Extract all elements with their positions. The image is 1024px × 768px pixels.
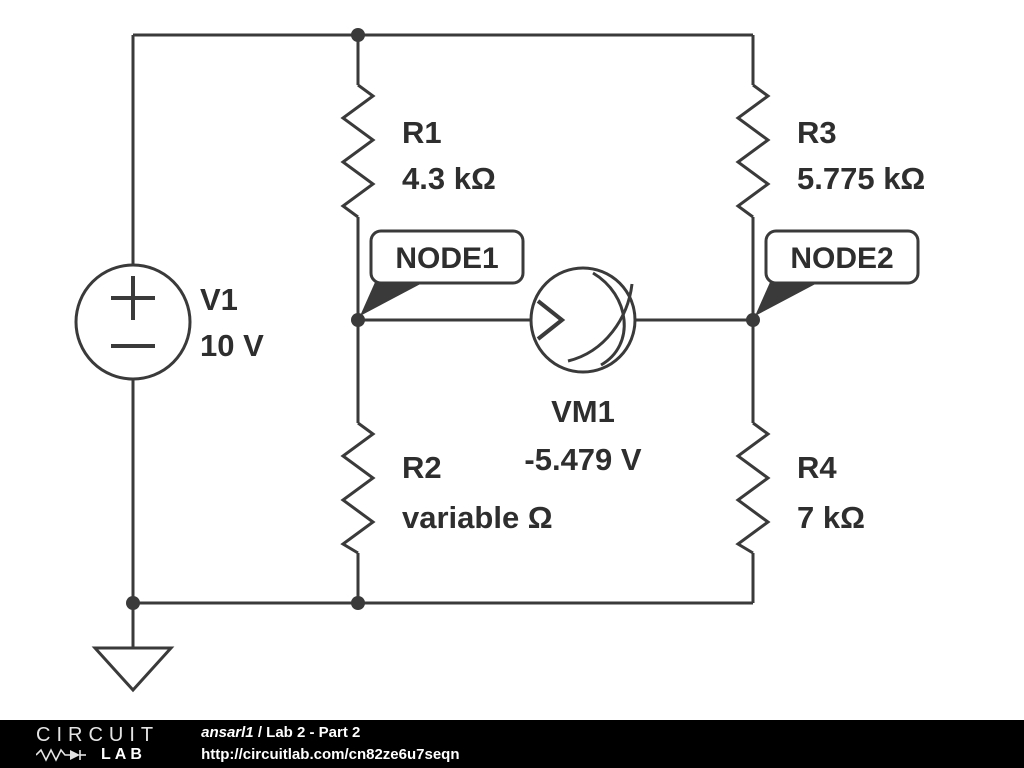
logo-lab-text: LAB [101,746,146,763]
footer-username: ansarl1 [201,724,254,742]
node2-callout-box [764,229,920,285]
v1-value-label: 10 V [200,328,264,363]
node1-label: NODE1 [395,242,498,275]
r3-value-label: 5.775 kΩ [797,161,925,196]
r2-value-label: variable Ω [402,500,553,535]
voltage-source-v1: V1 10 V [74,263,264,381]
footer-url: http://circuitlab.com/cn82ze6u7seqn [201,746,460,763]
footer-bar: CIRCUIT LAB ansarl1 / Lab 2 - Part 2 htt… [0,720,1024,768]
voltmeter-arrow-icon [536,299,566,341]
circuit-schematic: V1 10 V R1 4.3 kΩ R3 5.775 kΩ R2 variabl… [74,28,925,693]
footer-title-line: ansarl1 / Lab 2 - Part 2 [201,722,459,744]
resistor-zigzag [340,421,376,555]
junction-dot-node2 [746,313,760,327]
resistor-zigzag [340,83,376,219]
voltage-source-circle [74,263,192,381]
vm1-value-label: -5.479 V [524,442,642,477]
voltmeter-vm1: VM1 -5.479 V [524,266,642,477]
voltmeter-gauge-arc2 [567,283,634,363]
footer-separator: / [253,724,267,742]
resistor-zigzag [735,83,771,219]
footer-circuit-title: Lab 2 - Part 2 [266,724,361,742]
junction-dots [126,28,760,610]
plus-sign-icon [111,276,155,320]
voltmeter-gauge-arc1 [592,271,626,367]
node2-label: NODE2 [790,242,893,275]
r2-name-label: R2 [402,450,442,485]
voltmeter-circle [529,266,637,374]
r4-value-label: 7 kΩ [797,500,865,535]
node2-callout-pointer [755,280,823,316]
r3-name-label: R3 [797,115,837,150]
r1-name-label: R1 [402,115,442,150]
junction-dot [351,596,365,610]
vm1-name-label: VM1 [551,394,615,429]
ground-triangle-icon [91,646,175,693]
logo-bottom-row: LAB [36,747,159,763]
junction-dot [351,28,365,42]
resistor-r1: R1 4.3 kΩ [340,83,496,219]
circuitlab-logo: CIRCUIT LAB [36,725,159,763]
node1-callout-box [369,229,525,285]
v1-name-label: V1 [200,282,238,317]
footer-text: ansarl1 / Lab 2 - Part 2 http://circuitl… [201,722,459,766]
junction-dot-node1 [351,313,365,327]
r4-name-label: R4 [797,450,837,485]
resistor-diode-icon [36,748,86,762]
node1-callout: NODE1 [360,229,525,316]
resistor-zigzag [735,421,771,555]
resistor-r4: R4 7 kΩ [735,421,865,555]
resistor-r2: R2 variable Ω [340,421,553,555]
node1-callout-pointer [360,280,428,316]
logo-circuit-text: CIRCUIT [36,724,160,746]
resistor-r3: R3 5.775 kΩ [735,83,925,219]
node2-callout: NODE2 [755,229,920,316]
r1-value-label: 4.3 kΩ [402,161,496,196]
ground-symbol [91,603,175,693]
